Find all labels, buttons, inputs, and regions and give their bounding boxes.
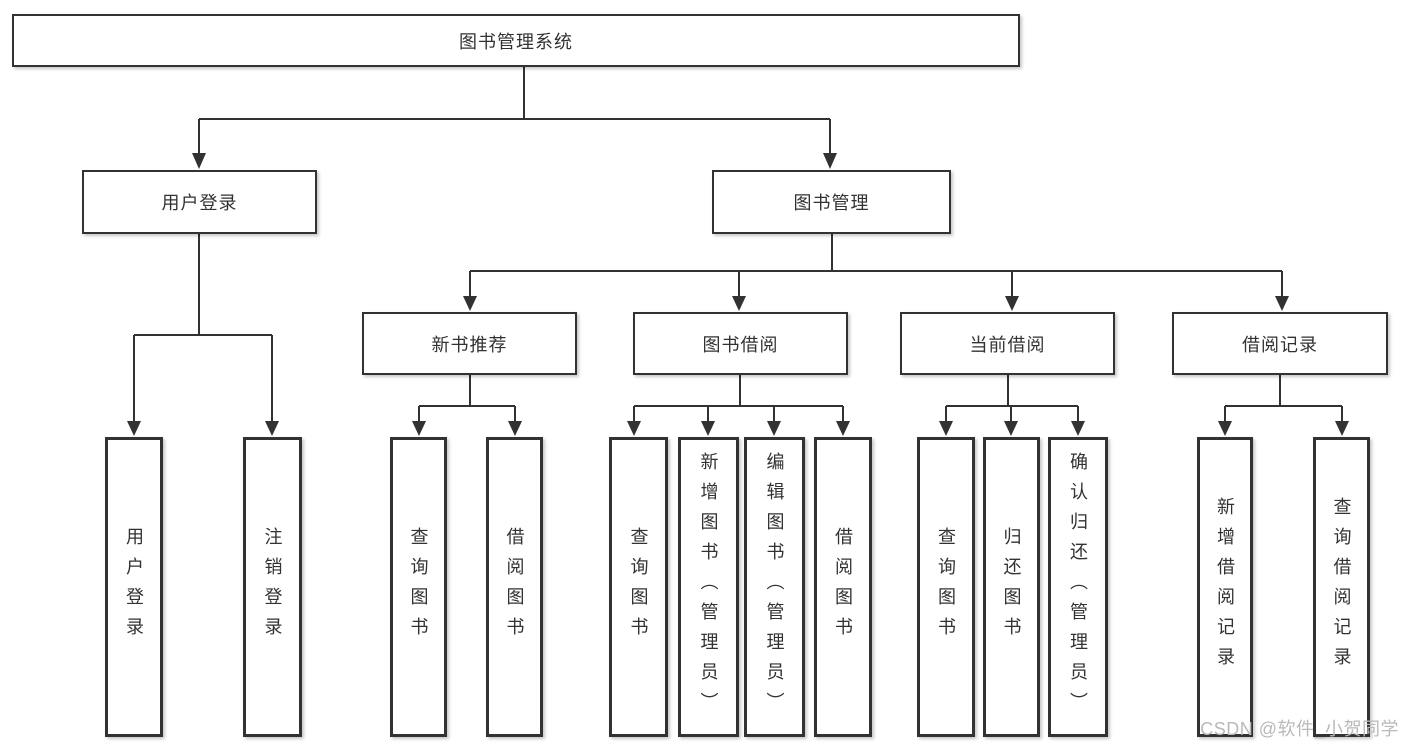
leaf-query-books-recommend-label: 查询图书 <box>408 527 429 647</box>
leaf-edit-book-admin: 编辑图书（管理员） <box>744 437 805 737</box>
leaf-add-borrow-record-label: 新增借阅记录 <box>1215 497 1235 677</box>
node-user-login-label: 用户登录 <box>161 193 238 213</box>
node-book-management: 图书管理 <box>712 170 951 234</box>
node-book-management-label: 图书管理 <box>793 193 870 213</box>
leaf-query-books-borrow: 查询图书 <box>609 437 668 737</box>
node-current-borrowing: 当前借阅 <box>900 312 1115 375</box>
node-root: 图书管理系统 <box>12 14 1020 67</box>
node-new-book-recommendation-label: 新书推荐 <box>431 334 508 355</box>
node-book-borrowing-label: 图书借阅 <box>702 334 779 355</box>
node-borrowing-records: 借阅记录 <box>1172 312 1388 375</box>
node-current-borrowing-label: 当前借阅 <box>969 334 1046 355</box>
leaf-add-book-admin: 新增图书（管理员） <box>678 437 739 737</box>
node-new-book-recommendation: 新书推荐 <box>362 312 577 375</box>
leaf-borrow-books-recommend-label: 借阅图书 <box>504 527 525 647</box>
node-borrowing-records-label: 借阅记录 <box>1242 334 1318 355</box>
leaf-user-login: 用户登录 <box>105 437 163 737</box>
node-user-login: 用户登录 <box>82 170 317 234</box>
leaf-borrow-books-borrow: 借阅图书 <box>814 437 872 737</box>
leaf-return-books-label: 归还图书 <box>1001 527 1022 647</box>
leaf-confirm-return-admin: 确认归还（管理员） <box>1048 437 1108 737</box>
leaf-query-books-recommend: 查询图书 <box>390 437 447 737</box>
leaf-query-borrow-record-label: 查询借阅记录 <box>1331 497 1352 677</box>
node-book-borrowing: 图书借阅 <box>633 312 848 375</box>
leaf-user-login-label: 用户登录 <box>124 527 144 647</box>
leaf-logout-login: 注销登录 <box>243 437 302 737</box>
node-root-label: 图书管理系统 <box>459 31 573 52</box>
leaf-borrow-books-borrow-label: 借阅图书 <box>833 527 853 647</box>
leaf-add-book-admin-label: 新增图书（管理员） <box>698 452 719 722</box>
leaf-add-borrow-record: 新增借阅记录 <box>1197 437 1253 737</box>
leaf-return-books: 归还图书 <box>983 437 1040 737</box>
leaf-confirm-return-admin-label: 确认归还（管理员） <box>1068 452 1088 722</box>
leaf-logout-login-label: 注销登录 <box>262 527 283 647</box>
leaf-borrow-books-recommend: 借阅图书 <box>486 437 543 737</box>
leaf-query-books-current: 查询图书 <box>917 437 975 737</box>
leaf-query-books-current-label: 查询图书 <box>936 527 956 647</box>
csdn-watermark: CSDN @软件_小贺同学 <box>1200 719 1399 739</box>
leaf-edit-book-admin-label: 编辑图书（管理员） <box>764 452 785 722</box>
leaf-query-borrow-record: 查询借阅记录 <box>1313 437 1370 737</box>
leaf-query-books-borrow-label: 查询图书 <box>628 527 649 647</box>
